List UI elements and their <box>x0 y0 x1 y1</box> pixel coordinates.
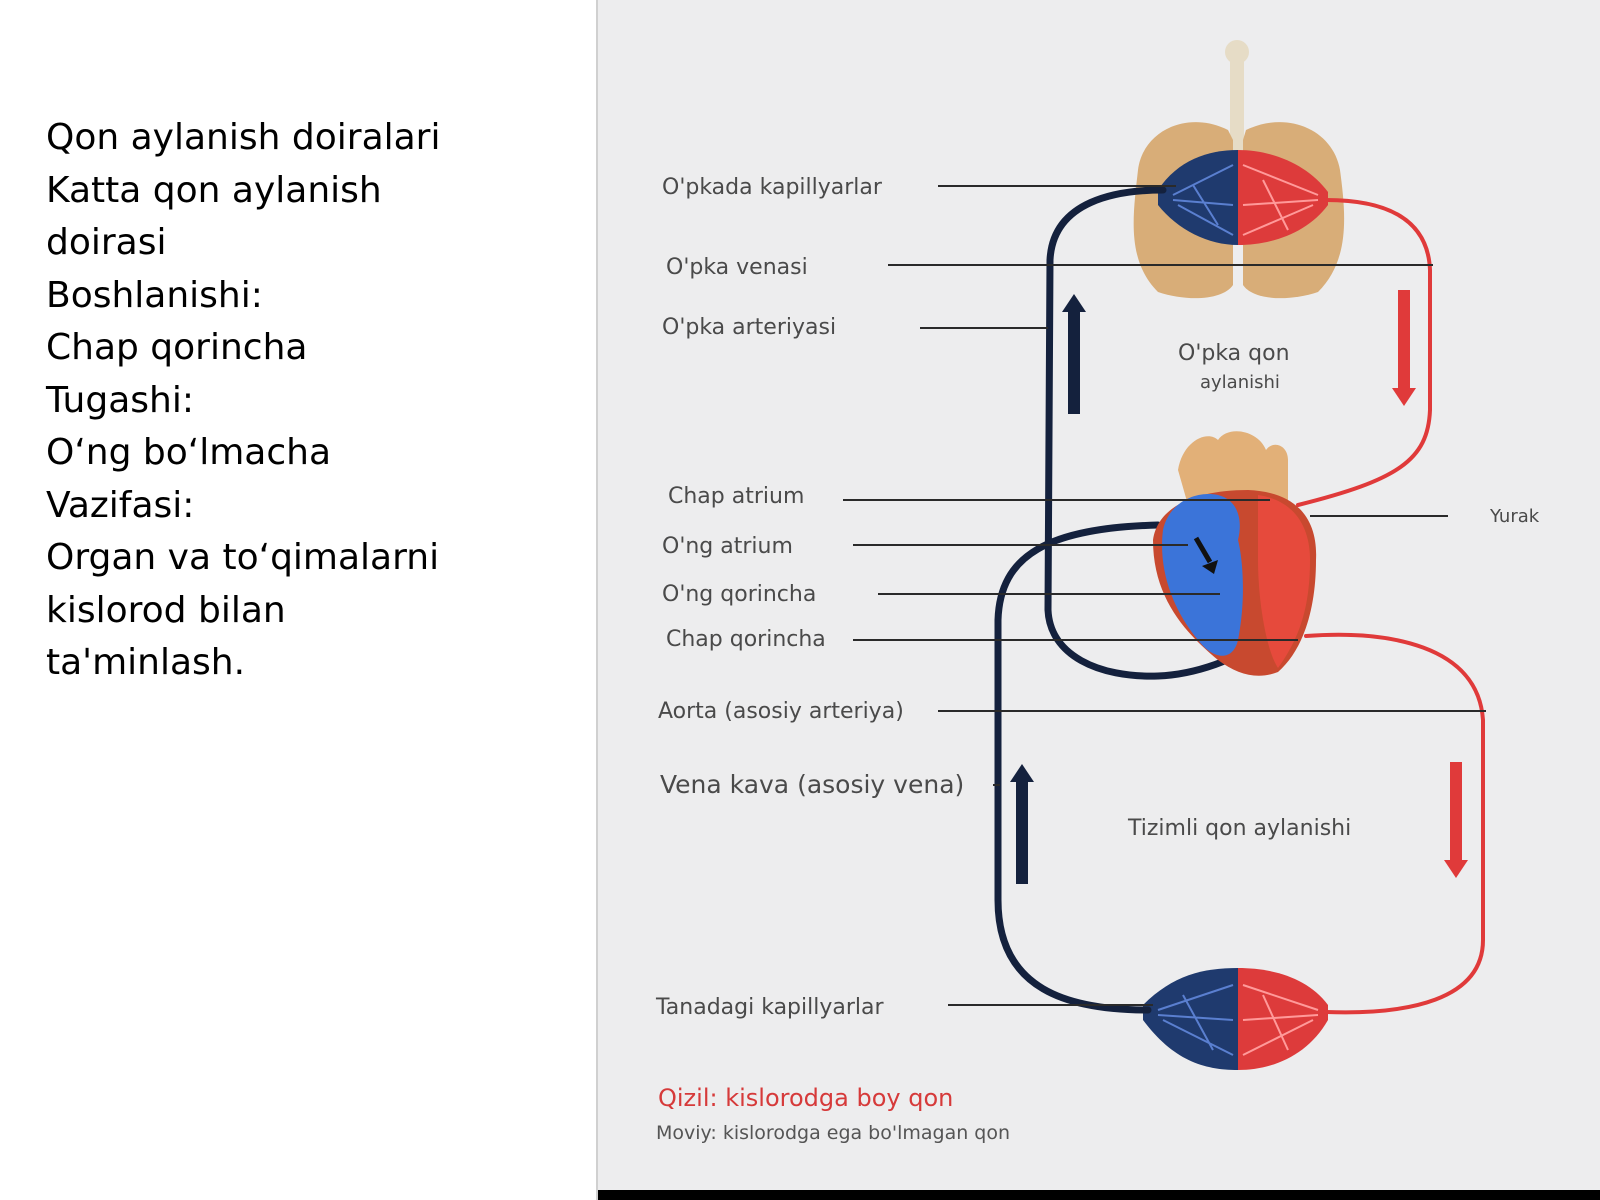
diagram-legend: Qizil: kislorodga boy qon Moviy: kisloro… <box>656 1084 1010 1144</box>
systemic-down-arrow-head <box>1444 860 1468 878</box>
label-right-ventricle: O'ng qorincha <box>662 582 816 607</box>
heart-flow-arrow <box>1193 536 1213 564</box>
systemic-up-arrow-head <box>1010 764 1034 782</box>
figure-divider <box>596 0 598 1200</box>
left-heart-chambers <box>1258 495 1310 668</box>
lung-capillaries-bed <box>1158 150 1328 245</box>
slide-line: Katta qon aylanish <box>46 169 382 211</box>
deoxygenated-vessels <box>994 186 1274 1014</box>
body-capillaries-red <box>1238 968 1328 1070</box>
right-heart-chambers <box>1162 494 1243 656</box>
body-capillaries-bed <box>1143 968 1328 1070</box>
slide-line: Boshlanishi: <box>46 274 263 316</box>
heart-great-vessels <box>1178 431 1288 505</box>
pulmonary-down-arrow-shaft <box>1398 290 1410 390</box>
body-capillaries-red-mesh <box>1242 984 1319 1056</box>
larynx <box>1225 40 1249 64</box>
slide-line: Organ va to‘qimalarni <box>46 537 440 578</box>
body-capillaries-blue-mesh <box>1157 984 1234 1056</box>
lung-capillaries-red <box>1238 150 1328 245</box>
diagram-labels: O'pkada kapillyarlar O'pka venasi O'pka … <box>655 175 1540 1020</box>
label-pulmonary-artery: O'pka arteriyasi <box>662 315 836 340</box>
lung-capillaries-blue <box>1158 150 1238 245</box>
vena-cava-vessel <box>994 521 1162 1014</box>
systemic-down-arrow-shaft <box>1450 762 1462 862</box>
pulmonary-down-arrow-head <box>1392 388 1416 406</box>
trachea <box>1230 55 1244 165</box>
label-body-capillaries: Tanadagi kapillyarlar <box>655 995 884 1020</box>
slide-line: Vazifasi: <box>46 484 195 526</box>
legend-oxygenated: Qizil: kislorodga boy qon <box>658 1084 953 1112</box>
pulmonary-vein-vessel <box>1296 198 1432 507</box>
label-right-atrium: O'ng atrium <box>662 534 793 559</box>
leader-lines <box>843 185 1486 1006</box>
systemic-up-arrow-shaft <box>1016 780 1028 884</box>
lung-capillaries-blue-mesh <box>1172 164 1234 236</box>
slide-title: Qon aylanish doiralari <box>46 117 441 158</box>
label-pulmonary-circulation-2: aylanishi <box>1200 372 1280 393</box>
lung-capillaries-red-mesh <box>1242 164 1319 236</box>
label-heart: Yurak <box>1489 506 1540 527</box>
slide-text-block: Qon aylanish doiralari Katta qon aylanis… <box>46 112 566 690</box>
body-capillaries-blue <box>1143 968 1238 1070</box>
slide-line: ta'minlash. <box>46 642 246 683</box>
legend-deoxygenated: Moviy: kislorodga ega bo'lmagan qon <box>656 1122 1010 1144</box>
label-systemic-circulation: Tizimli qon aylanishi <box>1127 816 1351 841</box>
slide-line: Chap qorincha <box>46 327 308 368</box>
pulmonary-up-arrow-shaft <box>1068 308 1080 414</box>
label-vena-cava: Vena kava (asosiy vena) <box>660 770 964 799</box>
label-pulmonary-circulation-1: O'pka qon <box>1178 341 1290 366</box>
pulmonary-up-arrow-head <box>1062 294 1086 312</box>
flow-arrows <box>1010 290 1468 884</box>
heart-flow-arrowhead <box>1202 560 1218 574</box>
label-left-ventricle: Chap qorincha <box>666 627 826 652</box>
aorta-vessel <box>1304 632 1485 1015</box>
slide-line: doirasi <box>46 222 167 263</box>
slide-line: O‘ng bo‘lmacha <box>46 432 332 473</box>
label-lung-capillaries: O'pkada kapillyarlar <box>662 175 883 200</box>
heart-illustration <box>1153 431 1317 676</box>
pulmonary-artery-vessel <box>1044 186 1274 680</box>
slide-line: Tugashi: <box>46 379 194 421</box>
label-pulmonary-vein: O'pka venasi <box>666 255 808 280</box>
label-aorta: Aorta (asosiy arteriya) <box>658 699 904 724</box>
figure-bottom-bar <box>598 1190 1600 1200</box>
circulation-diagram: O'pkada kapillyarlar O'pka venasi O'pka … <box>655 40 1540 1144</box>
oxygenated-vessels <box>1296 198 1485 1015</box>
label-left-atrium: Chap atrium <box>668 484 804 509</box>
slide-line: kislorod bilan <box>46 589 286 631</box>
